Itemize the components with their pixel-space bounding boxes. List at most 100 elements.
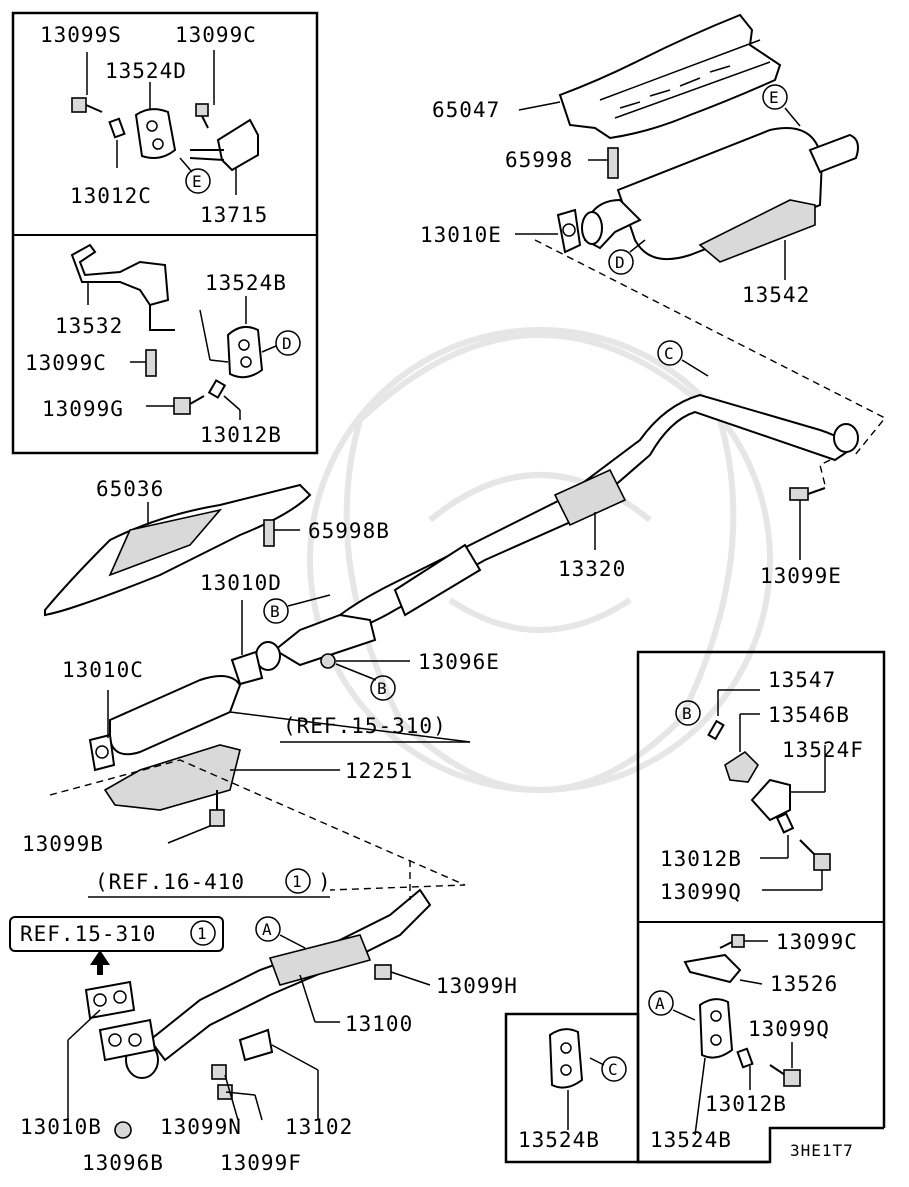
label-13099S: 13099S xyxy=(40,23,122,47)
label-13532: 13532 xyxy=(55,314,123,338)
label-13099Q-right: 13099Q xyxy=(660,880,742,904)
callout-circle-C-pipe xyxy=(657,340,683,366)
up-arrow-icon xyxy=(90,950,110,975)
hanger-rod-13532 xyxy=(70,243,175,331)
bolt-13099H xyxy=(374,964,431,986)
rubber-hanger-13524B-top xyxy=(199,296,264,379)
bolt-13099B xyxy=(167,790,225,844)
label-13524D: 13524D xyxy=(105,59,187,83)
front-pipe-section xyxy=(230,600,377,686)
callout-D-muffler: D xyxy=(615,253,626,272)
label-13012B-top: 13012B xyxy=(200,423,282,447)
label-13099E: 13099E xyxy=(760,564,842,588)
callout-A-right: A xyxy=(655,994,666,1013)
bolt-13099C-mid xyxy=(130,349,157,377)
center-pipe-13320 xyxy=(338,393,859,634)
label-13012B-br: 13012B xyxy=(705,1092,787,1116)
callout-B-nut: B xyxy=(377,679,388,698)
callout-circle-B-nut xyxy=(370,675,396,701)
bolt-13099Q-br xyxy=(769,1042,801,1087)
rubber-hanger-13524D xyxy=(134,82,177,159)
ref-15-310-box-label[interactable]: REF.15-310 xyxy=(20,922,156,946)
label-13546B: 13546B xyxy=(768,703,850,727)
callout-D-top: D xyxy=(282,334,293,353)
callout-C-pipe: C xyxy=(664,344,675,363)
label-13099N: 13099N xyxy=(160,1115,242,1139)
callout-C-bottom: C xyxy=(608,1060,619,1079)
ref-box-circle-1 xyxy=(190,920,216,946)
bolt-13099S xyxy=(71,52,103,113)
callout-E-muffler: E xyxy=(769,88,780,107)
label-13524F: 13524F xyxy=(782,738,864,762)
pin-13012B-right xyxy=(760,812,795,859)
label-13012B-right: 13012B xyxy=(660,847,742,871)
front-exhaust-pipe-13100 xyxy=(98,860,432,1079)
bracket-13715 xyxy=(189,118,259,195)
bolt-13099C-br xyxy=(719,934,768,949)
label-13099Q-br: 13099Q xyxy=(748,1017,830,1041)
bracket-13102 xyxy=(211,1028,319,1121)
label-13524B-top: 13524B xyxy=(205,271,287,295)
catalytic-converter-13010C xyxy=(88,675,471,811)
rubber-hanger-13524F xyxy=(750,745,826,822)
label-13099B: 13099B xyxy=(22,832,104,856)
assembly-dashed-line-muffler xyxy=(534,239,887,456)
callout-circle-B-front xyxy=(263,598,289,624)
callout-circle-E-muffler xyxy=(762,84,788,110)
ref-16-410-circle-1 xyxy=(285,868,311,894)
callout-circle-E-top xyxy=(185,168,211,194)
callout-circle-B-right xyxy=(675,700,701,726)
callout-circle-A-right xyxy=(648,990,674,1016)
label-13010E: 13010E xyxy=(420,223,502,247)
label-13010B: 13010B xyxy=(20,1115,102,1139)
pin-13012B-br xyxy=(736,1047,754,1090)
label-13547: 13547 xyxy=(768,668,836,692)
bolt-13099C-top xyxy=(195,50,215,129)
label-13102: 13102 xyxy=(285,1115,353,1139)
label-13012C: 13012C xyxy=(70,184,152,208)
diagram-code: 3HE1T7 xyxy=(790,1141,854,1160)
ref-16-410-close: ) xyxy=(318,870,332,894)
label-13100: 13100 xyxy=(345,1012,413,1036)
label-65998B: 65998B xyxy=(308,519,390,543)
ref-15-310-box xyxy=(9,916,224,952)
pin-13012C xyxy=(108,117,126,168)
label-13715: 13715 xyxy=(200,203,268,227)
label-13099H: 13099H xyxy=(436,974,518,998)
callout-circle-A-pipe xyxy=(255,916,281,942)
bracket-13526 xyxy=(683,953,763,985)
callout-B-right: B xyxy=(682,704,693,723)
ref-box-circle-text: 1 xyxy=(197,924,208,943)
callout-B-front: B xyxy=(270,602,281,621)
callout-E-top: E xyxy=(192,172,203,191)
rubber-hanger-13524B-bm xyxy=(548,1028,605,1130)
label-13099F: 13099F xyxy=(220,1151,302,1175)
heat-shield-65047 xyxy=(518,13,782,140)
label-65998: 65998 xyxy=(505,148,573,172)
label-13099C-br: 13099C xyxy=(776,930,858,954)
label-13010C: 13010C xyxy=(62,658,144,682)
hanger-detail-box-bottom xyxy=(504,1012,640,1164)
heat-shield-65036 xyxy=(44,483,312,617)
bolt-65998 xyxy=(588,147,619,179)
clip-13547 xyxy=(707,689,760,741)
label-13099C-mid: 13099C xyxy=(25,351,107,375)
ref-16-410-label[interactable]: (REF.16-410 xyxy=(95,870,245,894)
label-13099C-top: 13099C xyxy=(175,23,257,47)
gasket-13010B xyxy=(67,980,136,1120)
label-13096E: 13096E xyxy=(418,650,500,674)
gasket-13010E xyxy=(515,208,582,254)
label-12251: 12251 xyxy=(345,759,413,783)
bracket-13546B xyxy=(724,713,760,783)
callout-circle-D-muffler xyxy=(608,249,634,275)
ref-15-310-label[interactable]: (REF.15-310) xyxy=(283,714,447,738)
bolt-13099Q-right xyxy=(762,839,831,891)
ref-16-410-circle-text: 1 xyxy=(292,872,303,891)
muffler-13542 xyxy=(581,127,859,280)
label-13096B: 13096B xyxy=(82,1151,164,1175)
label-65047: 65047 xyxy=(432,98,500,122)
bolt-65998B xyxy=(263,519,300,547)
assembly-dashed-line-cat xyxy=(49,759,466,891)
